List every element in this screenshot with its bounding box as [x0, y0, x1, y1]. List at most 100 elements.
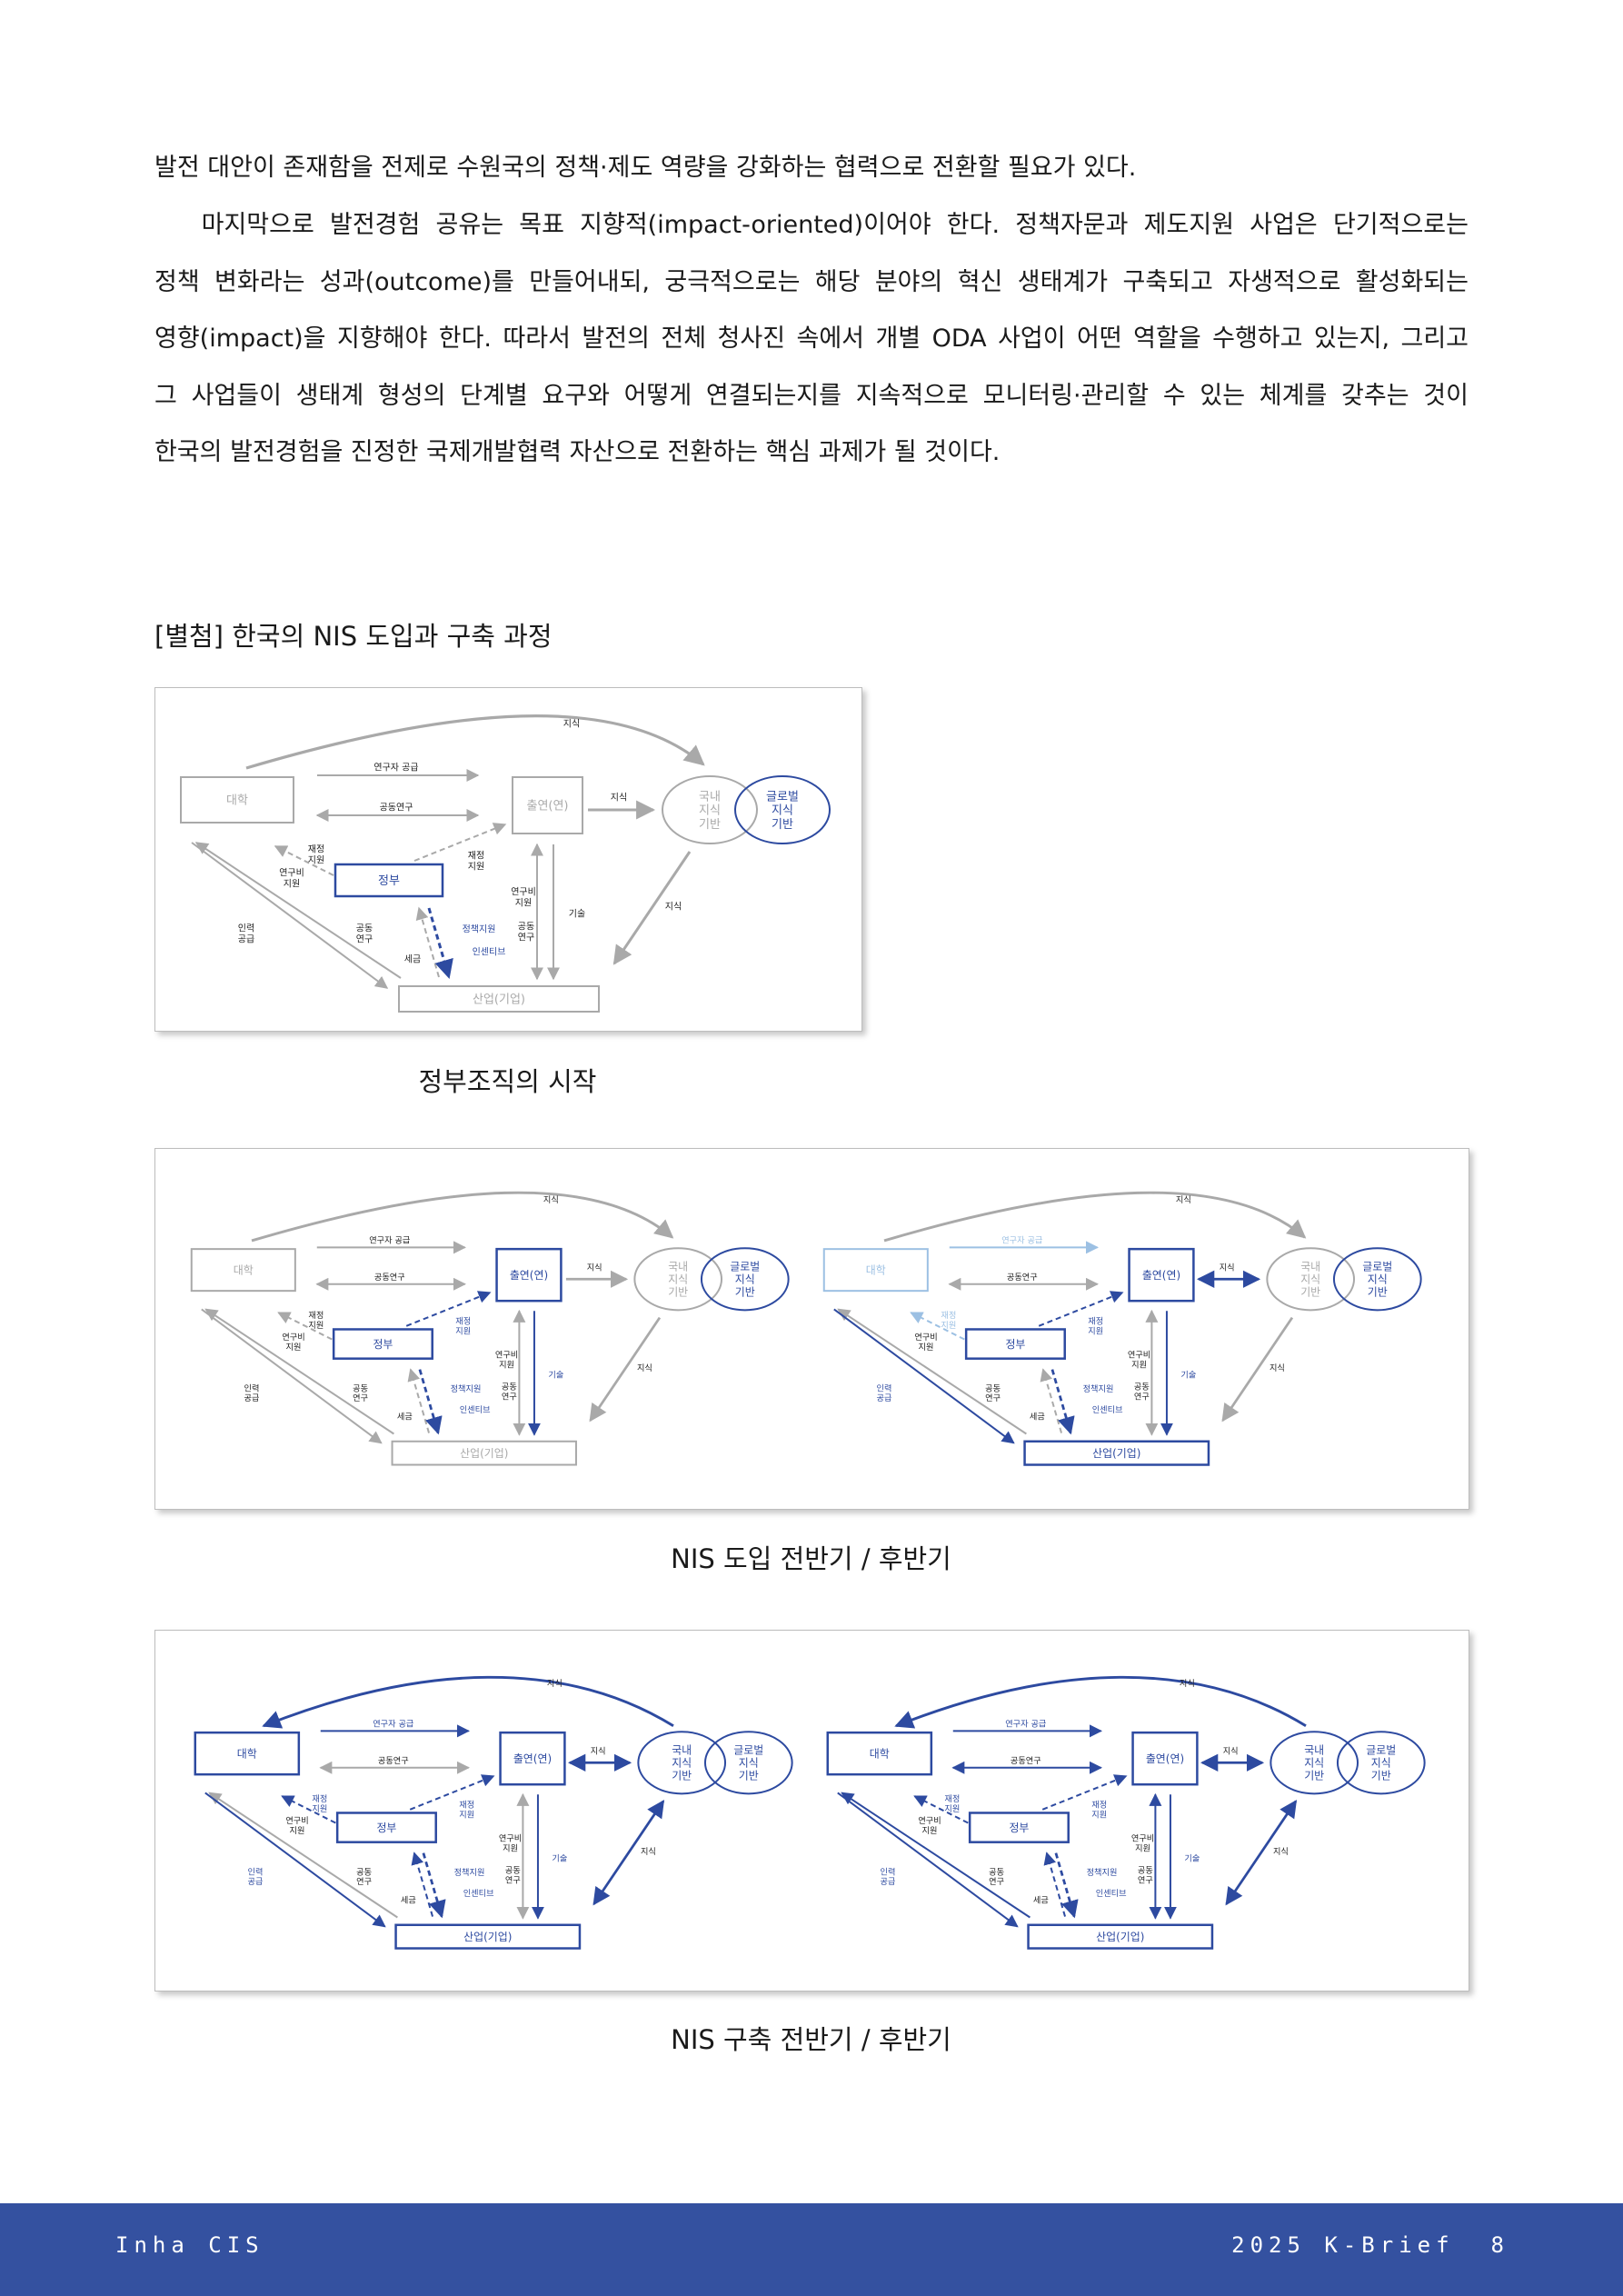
node-university	[822, 1248, 929, 1293]
label-knowledge-industry: 지식	[1273, 1847, 1289, 1857]
node-research-institute	[512, 776, 583, 834]
node-research-institute-label: 출연(연)	[526, 800, 568, 814]
node-university-label: 대학	[226, 794, 248, 808]
label-joint-research: 공동연구	[374, 1273, 405, 1283]
node-industry-label: 산업(기업)	[473, 993, 525, 1007]
flow-arrow	[201, 1308, 383, 1444]
flow-arrow	[913, 1795, 969, 1824]
label-researcher-supply: 연구자 공급	[373, 1719, 413, 1729]
flow-arrow	[1054, 1852, 1079, 1919]
label-policy-support: 정책지원	[451, 1383, 482, 1394]
paragraph-line: 마지막으로 발전경험 공유는 목표 지향적(impact-oriented)이어…	[154, 211, 1469, 239]
paragraph-line: 그 사업들이 생태계 형성의 단계별 요구와 어떻게 연결되는지를 지속적으로 …	[154, 381, 1469, 410]
node-university	[190, 1248, 296, 1293]
node-industry-label: 산업(기업)	[463, 1931, 512, 1943]
label-knowledge-gri: 지식	[591, 1747, 606, 1757]
node-government	[335, 1812, 437, 1843]
flow-arrow	[1225, 1799, 1298, 1906]
node-domestic-knowledge	[662, 775, 758, 844]
flow-arrow	[592, 1799, 665, 1906]
flow-arrow	[1043, 1852, 1067, 1917]
knowledge-flow-curve	[883, 1191, 1307, 1243]
flow-arrow	[208, 1792, 398, 1919]
label-joint-research: 공동연구	[380, 803, 413, 814]
paragraph-2: 마지막으로 발전경험 공유는 목표 지향적(impact-oriented)이어…	[154, 197, 1469, 482]
label-tax: 세금	[401, 1895, 416, 1905]
label-technology: 기술	[552, 1853, 567, 1863]
node-global-knowledge	[700, 1247, 790, 1312]
node-global-knowledge	[734, 775, 831, 844]
node-university-label: 대학	[870, 1747, 890, 1760]
flow-arrow	[405, 1291, 492, 1327]
flow-arrow	[841, 1792, 1031, 1919]
label-knowledge-gri: 지식	[1223, 1747, 1239, 1757]
flow-arrow	[409, 1774, 495, 1811]
label-tax: 세금	[397, 1412, 413, 1422]
label-incentive: 인센티브	[463, 1889, 494, 1899]
node-research-institute-label: 출연(연)	[510, 1269, 548, 1282]
label-tax: 세금	[1030, 1412, 1045, 1422]
flow-arrow	[413, 823, 507, 862]
flow-arrow	[1040, 1368, 1063, 1433]
node-research-institute-label: 출연(연)	[1146, 1752, 1184, 1765]
label-incentive: 인센티브	[1092, 1405, 1123, 1415]
label-knowledge-gri: 지식	[611, 793, 627, 804]
flow-arrow	[589, 1316, 662, 1423]
flow-arrow	[194, 842, 402, 979]
label-joint-research: 공동연구	[378, 1756, 409, 1766]
flow-arrow	[281, 1795, 336, 1824]
node-research-institute	[1128, 1247, 1195, 1303]
figure-2-caption: NIS 도입 전반기 / 후반기	[671, 1543, 951, 1574]
label-knowledge-industry: 지식	[637, 1363, 652, 1373]
flow-arrow	[833, 1308, 1015, 1444]
label-knowledge-industry: 지식	[665, 902, 682, 913]
label-technology: 기술	[548, 1370, 563, 1380]
paragraph-line: 정책 변화라는 성과(outcome)를 만들어내되, 궁극적으로는 해당 분야…	[154, 267, 1469, 296]
node-research-institute-label: 출연(연)	[1142, 1269, 1180, 1282]
label-policy-support: 정책지원	[1083, 1383, 1114, 1394]
node-industry	[394, 1923, 582, 1950]
knowledge-flow-curve	[262, 1675, 674, 1729]
node-industry-label: 산업(기업)	[460, 1447, 508, 1460]
label-technology: 기술	[569, 909, 585, 920]
node-university-label: 대학	[234, 1263, 254, 1276]
node-research-institute-label: 출연(연)	[513, 1752, 552, 1765]
node-government	[964, 1328, 1066, 1360]
flow-arrow	[415, 906, 440, 978]
node-industry	[391, 1440, 577, 1466]
